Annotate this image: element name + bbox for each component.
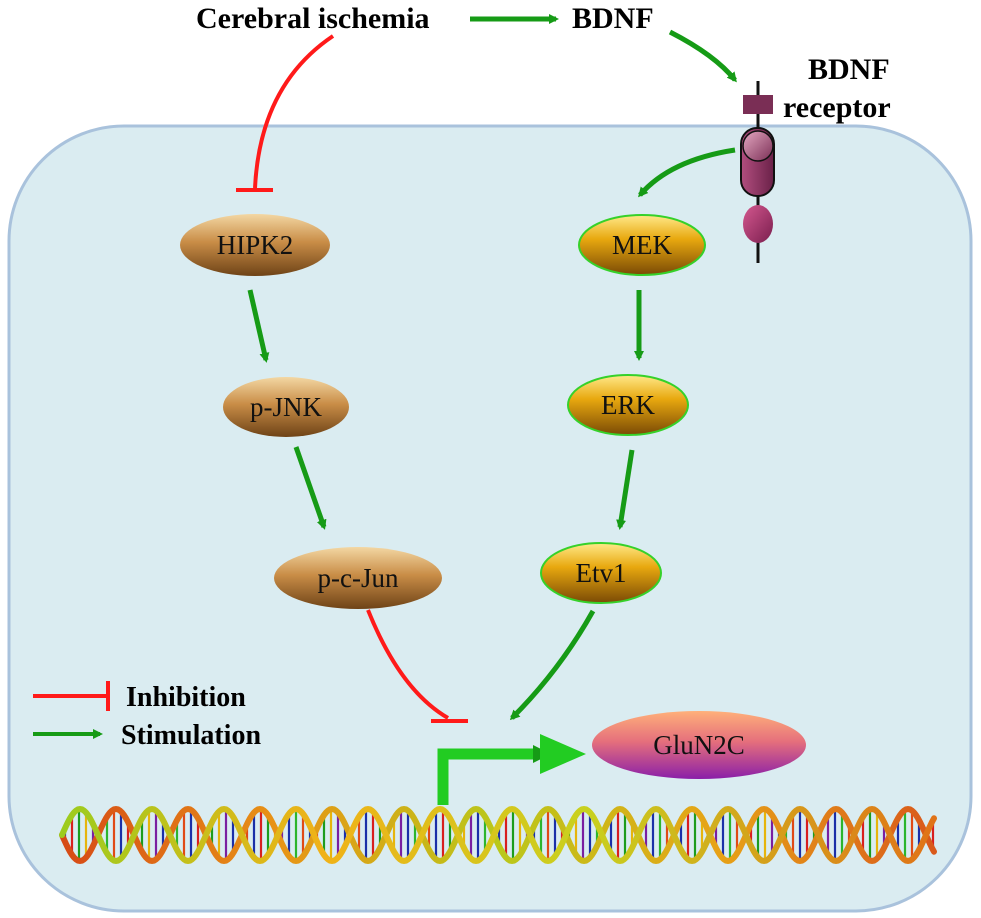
arrow-receptor-to-mek: [638, 147, 736, 198]
dna-strand: [59, 805, 937, 865]
node-etv1: Etv1: [540, 542, 662, 604]
node-erk-label: ERK: [601, 390, 656, 420]
bdnf-receptor-label-line2: receptor: [783, 91, 891, 124]
bdnf-receptor-label-line1: BDNF: [808, 53, 890, 86]
dna-helix: [59, 805, 937, 865]
inhibition-pcjun-to-promoter: [366, 609, 450, 720]
node-mek-label: MEK: [612, 230, 673, 260]
cerebral-ischemia-label: Cerebral ischemia: [196, 2, 430, 35]
bdnf-receptor: [740, 81, 775, 263]
node-erk: ERK: [567, 374, 689, 436]
arrow-pjnk-to-pcjun: [293, 446, 327, 530]
transcription-start-arrow: [437, 745, 551, 805]
node-glun2c-label: GluN2C: [653, 730, 745, 760]
legend-stimulation-label: Stimulation: [121, 720, 261, 751]
arrow-hipk2-to-pjnk: [247, 289, 270, 363]
legend-inhibition-label: Inhibition: [126, 682, 246, 713]
arrow-bdnf-to-receptor: [668, 29, 737, 83]
node-etv1-label: Etv1: [576, 558, 627, 588]
legend: Inhibition Stimulation: [33, 681, 261, 751]
arrow-erk-to-etv1: [616, 449, 635, 530]
inhibition-ischemia-to-hipk2: [253, 34, 335, 189]
transcription-arrowhead: [540, 734, 586, 774]
node-pcjun: p-c-Jun: [274, 547, 442, 609]
node-pjnk-label: p-JNK: [250, 392, 322, 422]
node-pcjun-label: p-c-Jun: [318, 563, 399, 593]
cell-membrane: [7, 124, 973, 913]
bdnf-label: BDNF: [572, 2, 654, 35]
node-hipk2: HIPK2: [180, 214, 330, 276]
arrow-etv1-to-promoter: [509, 609, 596, 721]
node-hipk2-label: HIPK2: [217, 230, 294, 260]
node-glun2c: GluN2C: [592, 711, 806, 779]
node-mek: MEK: [578, 214, 706, 276]
node-pjnk: p-JNK: [223, 377, 349, 437]
